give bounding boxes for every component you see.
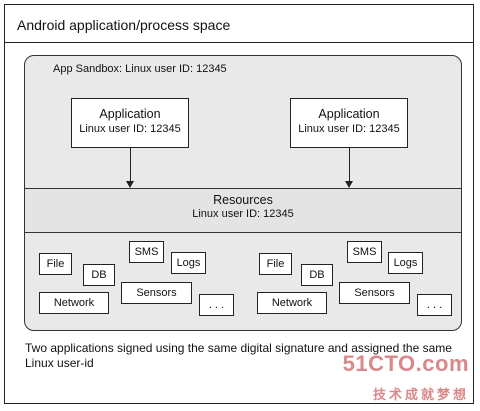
resource-file: File	[259, 253, 292, 275]
application-title: Application	[318, 107, 380, 121]
resource-db: DB	[301, 264, 333, 286]
resource-file: File	[39, 253, 72, 275]
resource-sensors: Sensors	[339, 282, 410, 304]
watermark-sub: 技术成就梦想	[372, 388, 469, 403]
arrow-line-right	[349, 148, 350, 181]
watermark-logo: 51CTO.com 技术成就梦想	[343, 351, 477, 406]
process-space-title: Android application/process space	[17, 17, 231, 33]
resources-title: Resources	[213, 193, 273, 207]
resource-sensors: Sensors	[121, 282, 192, 304]
resource-network: Network	[257, 292, 327, 314]
sandbox-label: App Sandbox: Linux user ID: 12345	[53, 63, 227, 75]
application-user-id: Linux user ID: 12345	[298, 123, 400, 135]
resources-user-id: Linux user ID: 12345	[192, 208, 294, 220]
process-space-frame: Android application/process space App Sa…	[4, 4, 474, 404]
arrow-down-icon	[345, 181, 353, 188]
resource-sms: SMS	[347, 241, 382, 263]
application-user-id: Linux user ID: 12345	[79, 123, 181, 135]
app-sandbox: App Sandbox: Linux user ID: 12345 Applic…	[24, 55, 462, 331]
application-box-left: Application Linux user ID: 12345	[71, 98, 189, 148]
application-box-right: Application Linux user ID: 12345	[290, 98, 408, 148]
resources-band: Resources Linux user ID: 12345	[25, 188, 461, 233]
resource-more: . . .	[199, 294, 234, 316]
arrow-line-left	[130, 148, 131, 181]
resource-sms: SMS	[129, 241, 164, 263]
title-divider	[5, 42, 473, 43]
resource-more: . . .	[417, 294, 452, 316]
application-title: Application	[99, 107, 161, 121]
resource-network: Network	[39, 292, 109, 314]
diagram-caption: Two applications signed using the same d…	[25, 341, 452, 370]
arrow-down-icon	[126, 181, 134, 188]
resource-logs: Logs	[171, 252, 206, 274]
watermark-main: 51CTO.com	[342, 351, 469, 376]
resource-logs: Logs	[388, 252, 423, 274]
resource-db: DB	[83, 264, 115, 286]
